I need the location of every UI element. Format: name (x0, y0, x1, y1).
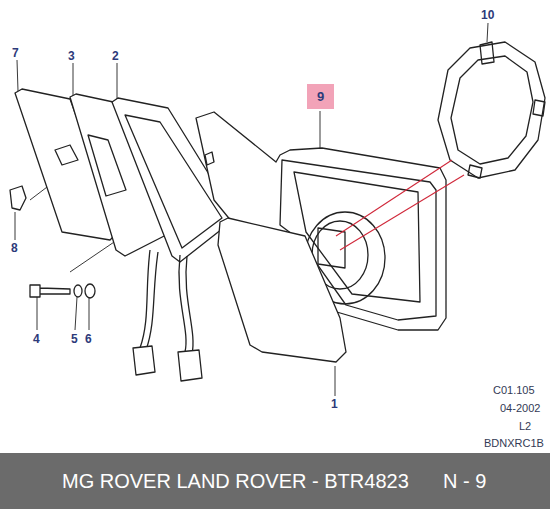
title-band: MG ROVER LAND ROVER - BTR4823 N - 9 (0, 453, 550, 509)
washer (74, 285, 82, 297)
ring-tabs (468, 42, 545, 178)
connector (178, 350, 202, 381)
callout-number: 2 (112, 50, 119, 62)
fit-line (340, 175, 464, 250)
motor-plug (318, 228, 345, 268)
part-number: MG ROVER LAND ROVER - BTR4823 (62, 471, 409, 491)
drawing-code: C01.105 (493, 385, 535, 396)
cable (140, 250, 150, 348)
part-number: N - 9 (443, 471, 486, 491)
callout-box: 9 (307, 84, 334, 109)
drawing-code: L2 (519, 421, 531, 432)
clip (10, 186, 26, 210)
cable (146, 252, 158, 350)
callout-number: 4 (33, 333, 40, 345)
housing-cover (218, 218, 346, 362)
screw (30, 285, 70, 297)
callout-number: 7 (12, 47, 19, 59)
callout-number: 9 (317, 90, 324, 103)
drawing-code: BDNXRC1B (484, 438, 544, 449)
callout-number: 6 (85, 333, 92, 345)
callout-number: 5 (71, 333, 78, 345)
glass-clip (55, 145, 78, 165)
leader-lines (15, 23, 488, 396)
callout-number: 8 (11, 242, 18, 254)
callout-number: 1 (331, 398, 338, 410)
stud (205, 152, 214, 165)
mounting-ring (438, 42, 545, 178)
plate-boss (88, 135, 126, 196)
fit-line (336, 160, 452, 236)
cable (179, 255, 186, 352)
cable (186, 256, 193, 354)
callout-number: 3 (68, 50, 75, 62)
connector (133, 346, 155, 375)
ring-inner (451, 56, 533, 164)
callout-number: 10 (481, 9, 494, 21)
drawing-code: 04-2002 (500, 403, 540, 414)
washer (85, 284, 95, 298)
